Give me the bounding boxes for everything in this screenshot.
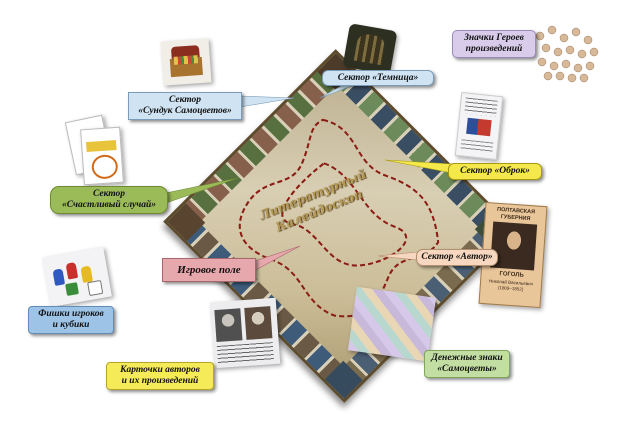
dice bbox=[65, 282, 79, 296]
label-heroes-badges-line2: произведений bbox=[465, 44, 523, 54]
card-region-header: ПОЛТАВСКАЯ ГУБЕРНИЯ bbox=[485, 206, 546, 223]
obrok-card-text bbox=[464, 97, 498, 117]
label-author-cards-line1: Карточки авторов bbox=[120, 365, 200, 375]
label-dungeon-text: Сектор «Темница» bbox=[337, 72, 419, 83]
label-player-pieces: Фишки игроков и кубики bbox=[28, 306, 114, 334]
piece-yellow bbox=[80, 265, 93, 284]
label-lucky-chance: Сектор «Счастливый случай» bbox=[50, 186, 168, 214]
label-author-cards: Карточки авторов и их произведений bbox=[106, 362, 214, 390]
label-dungeon: Сектор «Темница» bbox=[322, 70, 434, 86]
portrait bbox=[214, 308, 243, 343]
card-text bbox=[216, 342, 274, 364]
label-treasure-chest-line1: Сектор bbox=[168, 95, 202, 105]
author-card-photo bbox=[209, 297, 281, 369]
obrok-card-footer bbox=[460, 139, 494, 153]
lucky-chance-arrows bbox=[90, 153, 119, 180]
label-treasure-chest: Сектор «Сундук Самоцветов» bbox=[128, 92, 242, 120]
lucky-chance-card-front bbox=[80, 126, 124, 186]
hero-badges-image bbox=[535, 25, 599, 83]
label-money-line2: «Самоцветы» bbox=[437, 364, 497, 374]
label-money: Денежные знаки «Самоцветы» bbox=[424, 350, 510, 378]
label-obrok-text: Сектор «Оброк» bbox=[460, 166, 530, 176]
gogol-portrait bbox=[490, 221, 538, 271]
label-player-pieces-line2: и кубики bbox=[52, 320, 90, 330]
dice bbox=[87, 279, 104, 297]
label-author-text: Сектор «Автор» bbox=[421, 252, 493, 262]
label-heroes-badges-line1: Значки Героев bbox=[464, 33, 524, 43]
money-cards-image bbox=[347, 286, 437, 362]
piece-red bbox=[65, 262, 79, 280]
treasure-chest-image bbox=[160, 38, 212, 86]
label-author: Сектор «Автор» bbox=[416, 249, 498, 266]
obrok-card-image bbox=[454, 91, 504, 161]
label-lucky-chance-line2: «Счастливый случай» bbox=[61, 200, 157, 210]
piece-blue bbox=[52, 268, 66, 286]
label-obrok: Сектор «Оброк» bbox=[448, 163, 542, 180]
label-money-line1: Денежные знаки bbox=[431, 353, 503, 363]
label-game-field-text: Игровое поле bbox=[177, 263, 241, 276]
board-path bbox=[238, 118, 440, 318]
chest-gems bbox=[173, 55, 199, 65]
label-lucky-chance-line1: Сектор bbox=[92, 189, 126, 199]
label-author-cards-line2: и их произведений bbox=[121, 376, 199, 386]
dungeon-image bbox=[342, 23, 398, 75]
label-game-field: Игровое поле bbox=[162, 258, 256, 282]
label-player-pieces-line1: Фишки игроков bbox=[38, 309, 104, 319]
dungeon-gate bbox=[353, 32, 387, 66]
label-heroes-badges: Значки Героев произведений bbox=[452, 30, 536, 58]
obrok-card-picture bbox=[466, 117, 492, 137]
player-pieces-image bbox=[42, 246, 112, 308]
portrait bbox=[244, 306, 273, 340]
game-board bbox=[163, 49, 517, 403]
label-treasure-chest-line2: «Сундук Самоцветов» bbox=[138, 106, 232, 116]
card-author-fullname: Николай Васильевич (1809–1852) bbox=[481, 278, 542, 293]
lucky-chance-banner bbox=[85, 139, 117, 153]
